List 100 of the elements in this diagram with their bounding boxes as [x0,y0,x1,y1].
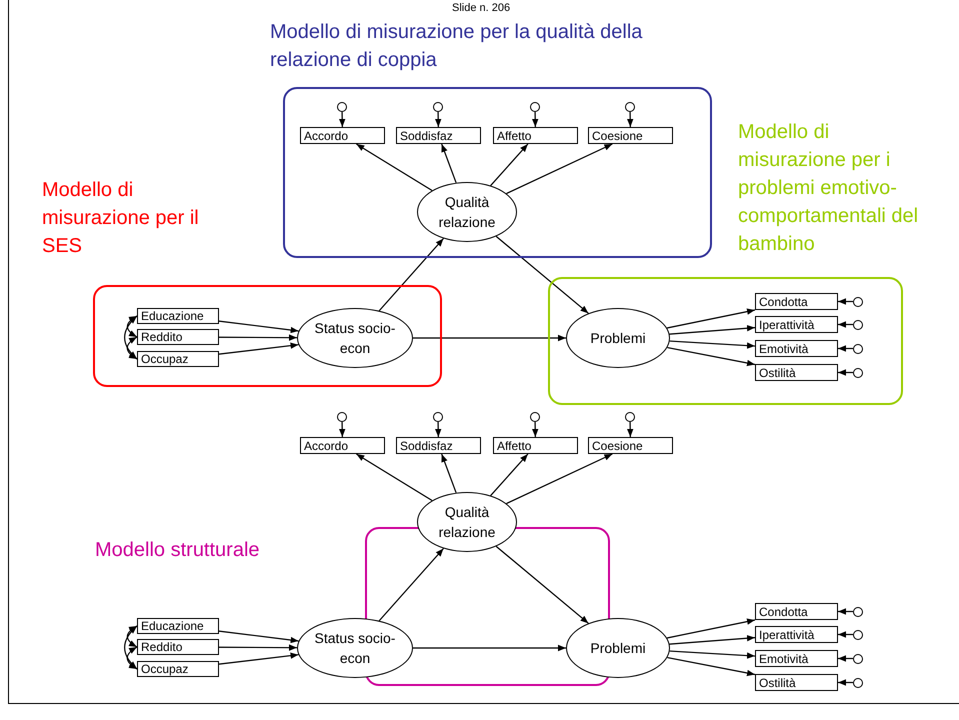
indicator-box [755,364,838,381]
arrow [838,608,853,615]
error-circle [853,320,863,330]
indicator-box [588,437,673,454]
variable-label: Status socio-econ [314,319,396,358]
arrow [126,336,138,360]
indicator-label: Coesione [592,128,643,142]
arrow [339,422,346,438]
error-circle [625,102,635,112]
arrow [670,325,756,335]
arrow [496,546,589,624]
indicator-box [755,340,838,357]
arrow [441,454,457,493]
error-circle [853,296,863,306]
arrow [532,112,538,128]
error-circle [853,368,863,378]
indicator-box [137,618,219,634]
arrow [506,143,613,194]
error-circle [433,102,443,112]
indicator-box [300,437,385,454]
slide-number: Slide n. 206 [452,2,510,14]
error-circle [337,102,347,112]
group-heading: Modello di misurazione per i problemi emotivo-comportamentali del bambino [738,120,920,257]
arrow [413,334,566,342]
indicator-box [137,308,219,324]
indicator-label: Iperattività [759,318,814,332]
indicator-label: Condotta [759,604,808,618]
arrow [838,631,853,638]
arrow [490,454,528,496]
indicator-label: Occupaz [141,662,188,676]
arrow [838,655,853,662]
arrow [670,650,756,659]
arrow [126,646,138,670]
variable-label: Problemi [589,329,647,348]
indicator-label: Ostilità [759,366,796,380]
indicator-box [493,437,578,454]
indicator-box [396,127,481,144]
indicator-label: Affetto [497,128,532,142]
arrow [124,316,138,360]
arrow [838,345,853,352]
arrow [670,340,756,349]
arrow [126,625,138,648]
indicator-label: Accordo [304,128,348,142]
indicator-box [755,674,838,691]
indicator-label: Ostilità [759,676,796,690]
indicator-label: Coesione [592,438,643,452]
indicator-box [755,316,838,333]
indicator-box [755,293,838,310]
indicator-box [396,437,481,454]
error-circle [853,344,863,354]
arrow [124,626,138,670]
arrow [667,656,756,676]
arrow [218,342,299,355]
arrow [627,112,634,128]
arrow [378,238,444,312]
arrow [838,321,853,328]
arrow [670,635,756,645]
indicator-label: Affetto [497,438,532,452]
arrow [413,644,566,652]
arrow [356,453,432,502]
indicator-label: Educazione [141,619,204,633]
error-circle [337,412,347,422]
variable-label: Qualità relazione [438,193,496,232]
arrow [506,453,613,504]
indicator-label: Accordo [304,438,348,452]
variable-label: Qualità relazione [438,503,496,542]
indicator-box [300,127,385,144]
arrow [219,644,297,651]
indicator-box [137,639,219,655]
indicator-label: Occupaz [141,352,188,366]
indicator-box [137,661,219,677]
group-heading: Modello di misurazione per il SES [42,178,200,259]
indicator-label: Soddisfaz [400,438,453,452]
variable-label: Status socio-econ [314,629,396,668]
arrow [218,630,299,644]
error-circle [530,412,540,422]
error-circle [853,654,863,664]
indicator-label: Educazione [141,309,204,323]
indicator-box [755,603,838,620]
indicator-label: Emotività [759,342,808,356]
arrow [666,308,756,329]
arrow [435,112,442,128]
indicator-box [137,351,219,367]
indicator-label: Condotta [759,294,808,308]
indicator-box [588,127,673,144]
arrow [838,369,853,376]
arrow [435,422,442,438]
indicator-label: Emotività [759,652,808,666]
error-circle [530,102,540,112]
arrow [219,334,297,341]
error-circle [853,630,863,640]
indicator-label: Reddito [141,330,182,344]
arrow [378,548,444,622]
error-circle [853,678,863,688]
arrow [441,144,457,183]
arrow [838,679,853,686]
indicator-box [755,650,838,667]
section-heading: Modello strutturale [95,539,260,562]
indicator-box [755,626,838,643]
error-circle [625,412,635,422]
